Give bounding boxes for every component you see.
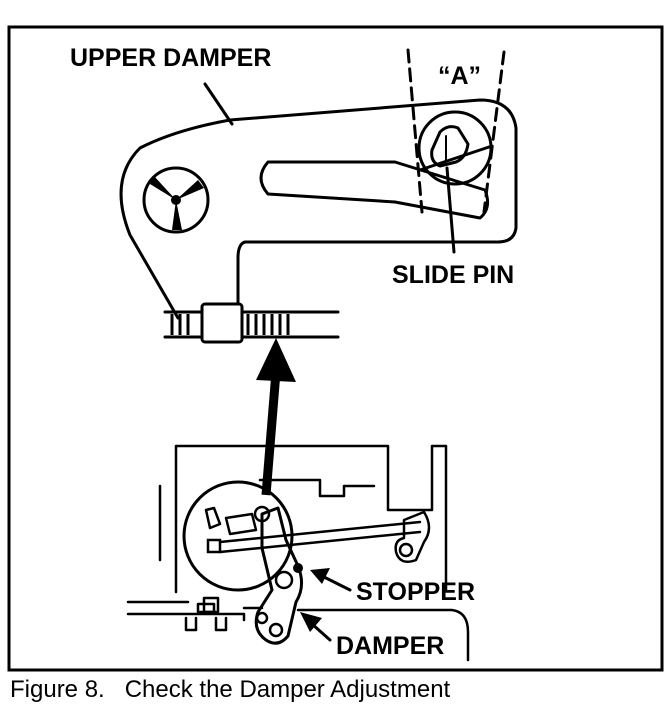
upper-damper-label: UPPER DAMPER bbox=[70, 44, 271, 72]
upper-damper-part bbox=[119, 98, 518, 344]
slide-pin-leader bbox=[445, 166, 456, 254]
upper-damper-leader bbox=[203, 82, 234, 126]
stopper-leader bbox=[310, 568, 352, 592]
figure-frame bbox=[7, 25, 664, 672]
figure-caption: Figure 8. Check the Damper Adjustment bbox=[10, 676, 451, 703]
slide-pin-label: SLIDE PIN bbox=[392, 261, 514, 289]
damper-label: DAMPER bbox=[336, 632, 444, 660]
damper-leader bbox=[300, 612, 332, 642]
a-label: “A” bbox=[438, 62, 481, 90]
a-range-guide bbox=[406, 48, 506, 214]
lower-mechanism bbox=[126, 444, 470, 662]
stopper-label: STOPPER bbox=[356, 578, 475, 606]
connection-arrow bbox=[256, 338, 296, 496]
